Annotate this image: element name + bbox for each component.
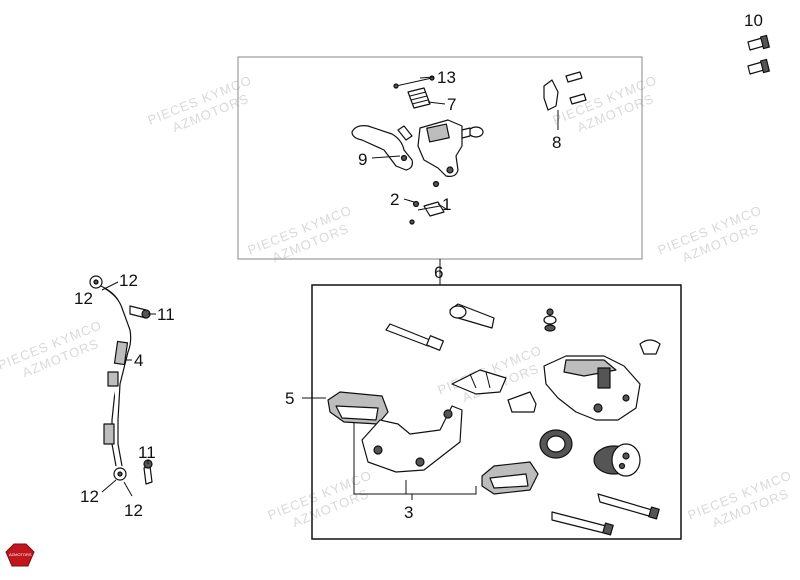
caliper-bracket-part xyxy=(361,405,463,473)
reservoir-cap-part xyxy=(407,87,431,109)
callout-5-group: 5 xyxy=(285,389,326,408)
callout-3-group: 3 xyxy=(353,422,477,522)
callout-12-left-top: 12 xyxy=(74,289,93,308)
brake-hose-part xyxy=(89,275,132,481)
callout-7: 7 xyxy=(447,95,456,114)
callout-1: 1 xyxy=(442,195,451,214)
pad-retainer-part xyxy=(507,391,537,413)
callout-8-group: 8 xyxy=(552,110,561,152)
callout-3: 3 xyxy=(404,503,413,522)
slide-pin-part xyxy=(449,303,495,329)
callout-12a-group: 12 xyxy=(101,271,138,291)
callout-9: 9 xyxy=(358,150,367,169)
callout-11-bottom: 11 xyxy=(138,443,156,462)
bolts-10-part xyxy=(747,34,770,75)
callout-12-top: 12 xyxy=(119,271,138,290)
callout-10: 10 xyxy=(744,11,763,30)
callout-5: 5 xyxy=(285,389,294,408)
rubber-cap-part xyxy=(639,339,661,355)
caliper-bolt-part xyxy=(551,511,614,536)
callout-6-group: 6 xyxy=(434,259,443,285)
callout-2-group: 2 xyxy=(390,190,415,209)
callout-1-group: 1 xyxy=(417,195,451,214)
piston-seal-part xyxy=(539,429,573,459)
callout-13: 13 xyxy=(437,68,456,87)
callout-12c-group: 12 xyxy=(80,479,117,506)
brake-switch-part xyxy=(409,180,449,225)
callout-12d-group: 12 xyxy=(123,481,143,520)
logo-text: AZMOTORS xyxy=(9,552,32,557)
pad-spring-part xyxy=(451,369,507,395)
caliper-bolt-part xyxy=(597,493,660,520)
callout-13-group: 13 xyxy=(419,68,456,87)
brake-pad-part xyxy=(327,391,389,425)
caliper-box xyxy=(311,284,682,540)
callout-4: 4 xyxy=(134,351,143,370)
brake-pad-part xyxy=(481,461,539,495)
azmotors-logo: AZMOTORS xyxy=(5,543,35,567)
callout-7-group: 7 xyxy=(427,95,456,114)
callout-6: 6 xyxy=(434,263,443,282)
callout-12-bottom: 12 xyxy=(124,501,143,520)
callout-12b-group: 12 xyxy=(74,289,93,308)
callout-9-group: 9 xyxy=(358,150,401,169)
slide-pin-part xyxy=(385,323,444,351)
callout-4-group: 4 xyxy=(126,351,143,370)
callout-2: 2 xyxy=(390,190,399,209)
callout-12-left-bottom: 12 xyxy=(80,487,99,506)
callout-11b-group: 11 xyxy=(138,443,156,464)
push-rod-part xyxy=(397,125,413,141)
callout-8: 8 xyxy=(552,133,561,152)
caliper-body-part xyxy=(543,355,641,421)
banjo-bolts-part xyxy=(129,305,153,485)
callout-11-top: 11 xyxy=(157,305,175,324)
brake-lever-part xyxy=(351,125,413,171)
piston-part xyxy=(593,443,641,477)
master-cylinder-part xyxy=(417,119,484,177)
callout-11a-group: 11 xyxy=(148,305,175,324)
bleeder-valve-part xyxy=(543,308,557,332)
mirror-bracket-part xyxy=(543,71,587,111)
